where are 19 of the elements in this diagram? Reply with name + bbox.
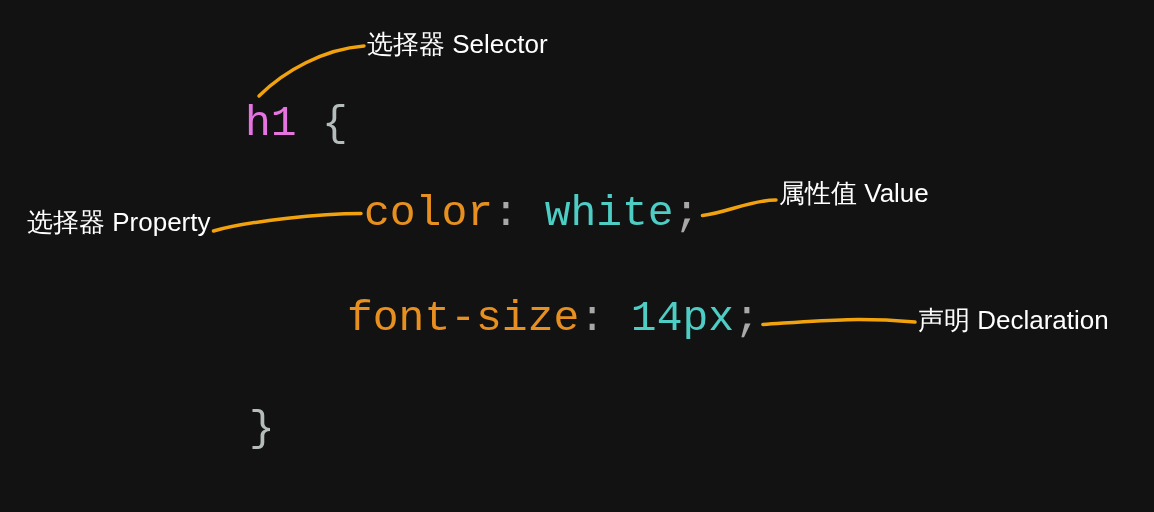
leader-line	[257, 44, 366, 98]
annotation-text: 属性值 Value	[779, 178, 929, 208]
css-value: white	[544, 189, 674, 238]
leader-line	[700, 198, 778, 218]
leader-line	[211, 211, 363, 233]
css-property: color	[364, 189, 494, 238]
colon: :	[493, 189, 519, 238]
semicolon: ;	[673, 189, 700, 238]
css-selector: h1	[245, 99, 297, 148]
semicolon: ;	[734, 294, 760, 343]
curly-brace: }	[249, 404, 275, 453]
annotation-text: 选择器 Selector	[367, 29, 548, 59]
css-property: font-size	[347, 294, 580, 343]
annotation-text: 声明 Declaration	[918, 305, 1109, 335]
css-value: 14px	[630, 294, 735, 343]
colon: :	[579, 294, 606, 343]
curly-brace: {	[322, 99, 348, 148]
annotation-text: 选择器 Property	[27, 207, 211, 237]
leader-line	[761, 317, 917, 327]
